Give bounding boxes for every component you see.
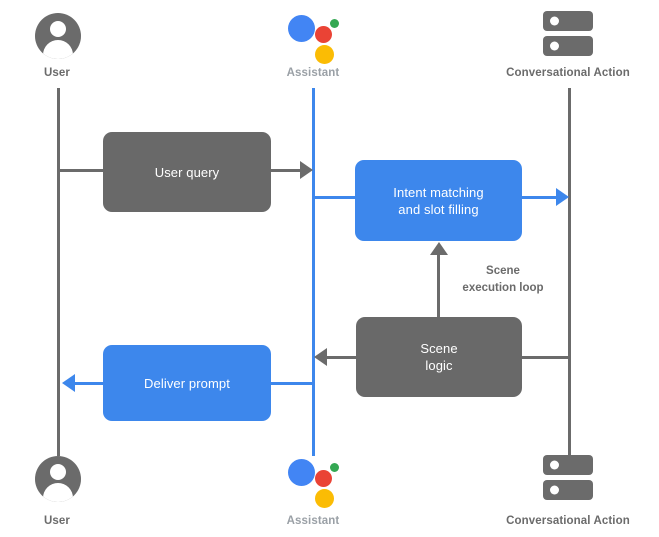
node-user-query-label: User query bbox=[154, 164, 220, 180]
assistant-green-dot-icon bbox=[330, 463, 339, 472]
person-body-shape bbox=[43, 483, 73, 502]
assistant-yellow-dot-icon bbox=[315, 45, 334, 64]
arrowhead-scene-execution-loop bbox=[430, 242, 448, 255]
annotation-scene-execution-loop: Scene execution loop bbox=[443, 263, 563, 297]
person-icon bbox=[35, 456, 81, 502]
arrowhead-user-query-to-assistant bbox=[300, 161, 313, 179]
assistant-blue-dot-icon bbox=[288, 459, 315, 486]
actor-label-assistant-bottom: Assistant bbox=[286, 515, 340, 527]
connector-action-to-scene-logic bbox=[521, 356, 569, 359]
server-led-icon bbox=[550, 41, 559, 51]
node-deliver-prompt-label: Deliver prompt bbox=[144, 375, 230, 391]
lifeline-conversational-action bbox=[568, 88, 571, 456]
assistant-red-dot-icon bbox=[315, 470, 332, 487]
actor-label-user-bottom: User bbox=[44, 515, 70, 527]
node-scene-logic[interactable]: Scene logic bbox=[356, 317, 522, 397]
arrowhead-intent-matching-to-action bbox=[556, 188, 569, 206]
connector-scene-logic-to-assistant bbox=[327, 356, 356, 359]
node-scene-logic-line1: Scene bbox=[420, 341, 458, 356]
person-head-shape bbox=[50, 21, 66, 37]
server-bay-top bbox=[543, 11, 593, 31]
assistant-icon bbox=[288, 455, 339, 508]
assistant-icon bbox=[288, 11, 339, 64]
node-scene-logic-label: Scene logic bbox=[420, 340, 457, 374]
node-user-query[interactable]: User query bbox=[103, 132, 271, 212]
server-icon bbox=[543, 455, 593, 503]
node-deliver-prompt[interactable]: Deliver prompt bbox=[103, 345, 271, 421]
lifeline-user bbox=[57, 88, 60, 456]
server-icon bbox=[543, 11, 593, 59]
actor-label-conversational-action-top: Conversational Action bbox=[506, 67, 630, 79]
person-icon bbox=[35, 13, 81, 59]
server-led-icon bbox=[550, 16, 559, 26]
server-led-icon bbox=[550, 485, 559, 495]
node-intent-matching[interactable]: Intent matching and slot filling bbox=[355, 160, 522, 241]
lifeline-assistant bbox=[312, 88, 315, 456]
server-bay-bottom bbox=[543, 36, 593, 56]
node-intent-matching-line1: Intent matching bbox=[393, 184, 484, 200]
actor-label-user-top: User bbox=[44, 67, 70, 79]
node-intent-matching-line2: and slot filling bbox=[398, 201, 479, 217]
arrowhead-scene-logic-to-assistant bbox=[314, 348, 327, 366]
connector-deliver-prompt-to-user bbox=[75, 382, 104, 385]
actor-label-conversational-action-bottom: Conversational Action bbox=[506, 515, 630, 527]
connector-assistant-to-deliver-prompt bbox=[271, 382, 314, 385]
assistant-green-dot-icon bbox=[330, 19, 339, 28]
server-bay-bottom bbox=[543, 480, 593, 500]
server-bay-top bbox=[543, 455, 593, 475]
connector-user-to-user-query bbox=[58, 169, 104, 172]
connector-user-query-to-assistant bbox=[271, 169, 304, 172]
person-body-shape bbox=[43, 40, 73, 59]
node-intent-matching-label: Intent matching and slot filling bbox=[393, 184, 483, 218]
node-scene-logic-line2: logic bbox=[425, 358, 453, 373]
connector-intent-matching-to-action bbox=[521, 196, 560, 199]
annotation-scene-execution-loop-line1: Scene bbox=[486, 265, 520, 277]
actor-label-assistant-top: Assistant bbox=[286, 67, 340, 79]
assistant-yellow-dot-icon bbox=[315, 489, 334, 508]
assistant-blue-dot-icon bbox=[288, 15, 315, 42]
server-led-icon bbox=[550, 460, 559, 470]
assistant-red-dot-icon bbox=[315, 26, 332, 43]
connector-assistant-to-intent-matching bbox=[313, 196, 357, 199]
person-head-shape bbox=[50, 464, 66, 480]
connector-scene-execution-loop bbox=[437, 254, 440, 318]
arrowhead-deliver-prompt-to-user bbox=[62, 374, 75, 392]
annotation-scene-execution-loop-line2: execution loop bbox=[462, 282, 544, 294]
